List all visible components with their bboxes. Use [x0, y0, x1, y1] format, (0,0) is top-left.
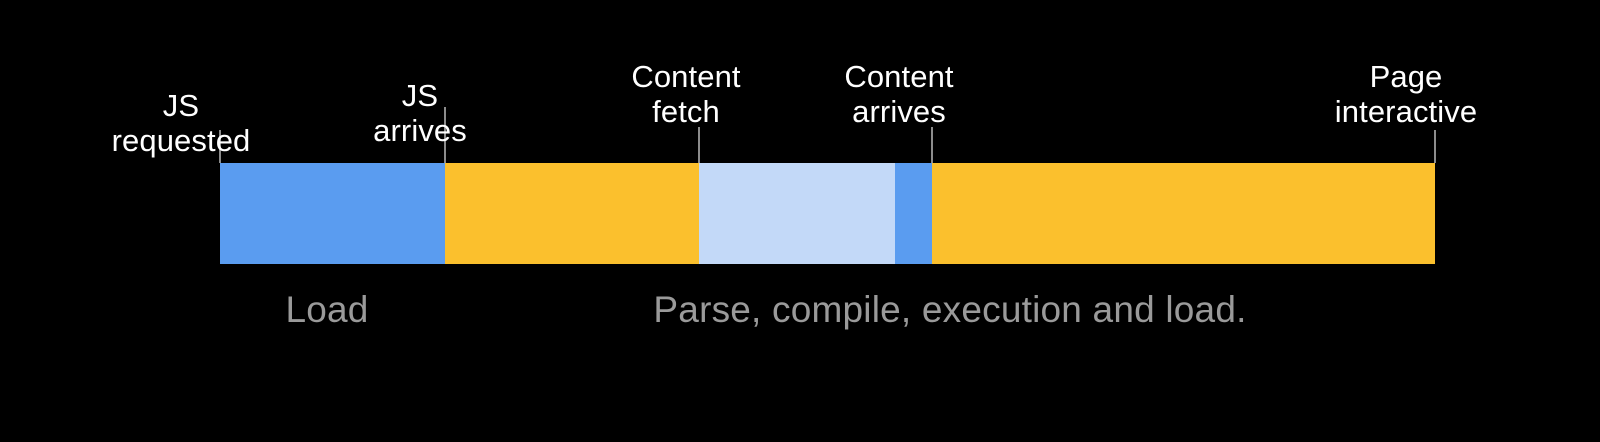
bar-segment-parse-compile-exec: [445, 163, 699, 264]
milestone-tick-page-interactive: [1434, 130, 1436, 163]
phase-caption-load: Load: [285, 289, 369, 330]
milestone-label-js-arrives: JS arrives: [373, 78, 467, 148]
milestone-label-content-arrives: Content arrives: [844, 59, 954, 129]
timeline-bar: [220, 163, 1435, 264]
milestone-label-js-requested: JS requested: [111, 88, 251, 158]
bar-segment-content-fetch-wait: [699, 163, 895, 264]
milestone-label-page-interactive: Page interactive: [1334, 59, 1478, 129]
milestone-tick-js-requested: [219, 130, 221, 163]
bar-segment-js-download: [220, 163, 445, 264]
bar-segment-execution-and-load: [932, 163, 1435, 264]
milestone-label-content-fetch: Content fetch: [631, 59, 741, 129]
milestone-tick-content-fetch: [698, 127, 700, 163]
bar-segment-content-download: [895, 163, 932, 264]
phase-caption-parse-compile-load: Parse, compile, execution and load.: [653, 289, 1247, 330]
milestone-tick-content-arrives: [931, 127, 933, 163]
milestone-tick-js-arrives: [444, 107, 446, 163]
